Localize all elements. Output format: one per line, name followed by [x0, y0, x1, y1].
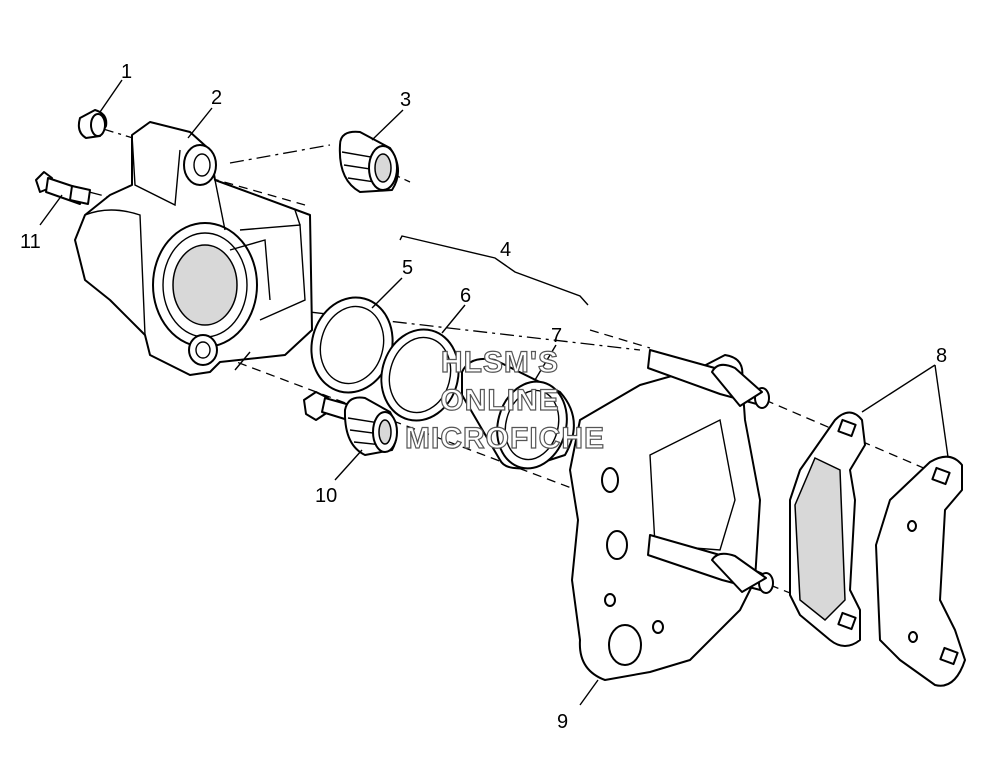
part-8-brake-pad-front	[789, 411, 866, 647]
callout-1: 1	[121, 61, 132, 83]
callout-9: 9	[557, 711, 568, 733]
callout-10: 10	[315, 485, 337, 507]
callout-7: 7	[551, 325, 562, 347]
watermark-line-2: ONLINE	[440, 384, 559, 417]
part-5-seal	[310, 296, 394, 394]
callout-labels: 1 2 3 4 5 6 7 8 9 10 11	[20, 61, 947, 733]
part-7-piston	[461, 357, 575, 470]
part-11-bleeder-screw	[35, 171, 91, 205]
part-3-boot	[338, 130, 399, 193]
part-6-seal	[380, 328, 460, 422]
leader-lines	[39, 79, 949, 706]
callout-3: 3	[400, 89, 411, 111]
part-9-bracket	[569, 349, 774, 681]
callout-2: 2	[211, 87, 222, 109]
part-8-brake-pad-rear	[875, 455, 966, 687]
watermark-line-1: HLSM'S	[441, 346, 559, 379]
watermark: HLSM'S ONLINE MICROFICHE	[404, 345, 605, 455]
callout-11: 11	[20, 231, 41, 253]
callout-8: 8	[936, 345, 947, 367]
part-10-mounting-bolt	[303, 391, 398, 456]
callout-5: 5	[402, 257, 413, 279]
callout-4: 4	[500, 239, 511, 261]
part-1-bleeder-cap	[77, 109, 108, 139]
part-2-caliper-housing	[74, 121, 313, 376]
callout-6: 6	[460, 285, 471, 307]
watermark-line-3: MICROFICHE	[405, 422, 605, 455]
